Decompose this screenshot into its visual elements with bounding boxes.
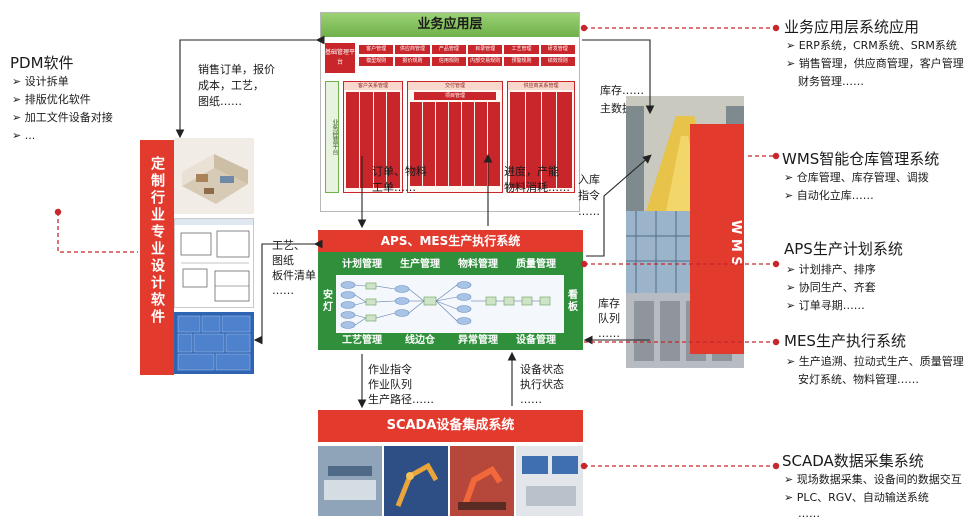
dashed-pdm (54, 208, 138, 253)
business-apps-title: 业务应用层系统应用 (784, 18, 920, 36)
crm-group: 客户关系管理 (343, 81, 403, 193)
andon-label: 安灯 (323, 290, 333, 313)
stock-queue-label: 库存队列…… (598, 297, 620, 340)
mes-item: ➢ 生产追溯、拉动式生产、质量管理 (786, 355, 964, 368)
tab-production-management: 生产管理 (400, 259, 440, 270)
scada-equipment-photos (318, 446, 583, 516)
arrow-design-to-business (175, 35, 325, 139)
pdm-item: ➢ 排版优化软件 (12, 93, 91, 106)
business-layer-panel: 业务应用层 基础管理平台 客户管理 供应商管理 产品管理 目录管理 工艺管理 研… (320, 12, 580, 212)
pdm-item: ➢ ... (12, 129, 36, 142)
scada-item: ➢ PLC、RGV、自动输送系统 (784, 491, 929, 504)
business-layer-title: 业务应用层 (321, 13, 579, 37)
aps-mes-title: APS、MES生产执行系统 (318, 230, 583, 252)
arrow-business-to-wms (582, 39, 655, 115)
aps-item: ➢ 协同生产、齐套 (786, 281, 876, 294)
mes-title: MES生产执行系统 (784, 332, 906, 350)
platform-row-1: 客户管理 供应商管理 产品管理 目录管理 工艺管理 研发管理 (359, 45, 575, 54)
scada-item: …… (798, 507, 820, 520)
arrow-design-to-aps (253, 239, 323, 345)
aps-title: APS生产计划系统 (784, 240, 903, 258)
work-order-label: 作业指令作业队列生产路径…… (368, 363, 434, 406)
tab-exception-management: 异常管理 (458, 335, 498, 346)
nesting-layout-image (174, 312, 254, 374)
wms-title: WMS智能仓库管理系统 (782, 150, 940, 168)
business-apps-item: ➢ 销售管理，供应商管理，客户管理 (786, 57, 964, 70)
inbound-instruction-label: 入库指令…… (578, 173, 600, 218)
progress-label: 进度，产能物料消耗…… (504, 165, 570, 194)
scada-right-title: SCADA数据采集系统 (782, 452, 924, 470)
aps-item: ➢ 计划排产、排序 (786, 263, 876, 276)
design-software-bar: 定制行业专业设计软件 (140, 140, 174, 375)
business-apps-item: ➢ ERP系统，CRM系统、SRM系统 (786, 39, 957, 52)
platform-row-2: 模型规则 报价规则 信用规则 内部交易规则 预警规则 绩效规则 (359, 57, 575, 66)
wms-bar: W M S (690, 124, 744, 354)
delivery-group: 交付管理 项目管理 (407, 81, 503, 193)
order-material-label: 订单、物料工单…… (372, 165, 427, 194)
tab-line-side-warehouse: 线边仓 (405, 335, 435, 346)
pdm-item: ➢ 设计拆单 (12, 75, 69, 88)
arrow-aps-to-wms (586, 154, 652, 257)
tab-equipment-management: 设备管理 (516, 335, 556, 346)
house-3d-image (174, 138, 254, 214)
wms-item: ➢ 仓库管理、库存管理、调拨 (784, 171, 929, 184)
business-apps-item: 财务管理…… (798, 75, 864, 88)
mes-item: 安灯系统、物料管理…… (798, 373, 919, 386)
tab-process-management: 工艺管理 (342, 335, 382, 346)
cad-drawing-image (174, 218, 254, 308)
scada-title: SCADA设备集成系统 (318, 410, 583, 442)
scada-item: ➢ 现场数据采集、设备间的数据交互 (784, 473, 962, 486)
pdm-title: PDM软件 (10, 54, 74, 72)
aps-item: ➢ 订单寻期…… (786, 299, 865, 312)
platform-label: 基础管理平台 (325, 43, 355, 73)
kanban-label: 看板 (568, 290, 578, 313)
wms-item: ➢ 自动化立库…… (784, 189, 874, 202)
process-flow-chart (336, 275, 564, 333)
device-status-label: 设备状态执行状态…… (520, 363, 564, 406)
tab-material-management: 物料管理 (458, 259, 498, 270)
business-operation-platform: 业务经营平台 (325, 81, 339, 193)
srm-group: 供应商关系管理 (507, 81, 575, 193)
pdm-item: ➢ 加工文件设备对接 (12, 111, 113, 124)
tab-plan-management: 计划管理 (342, 259, 382, 270)
tab-quality-management: 质量管理 (516, 259, 556, 270)
